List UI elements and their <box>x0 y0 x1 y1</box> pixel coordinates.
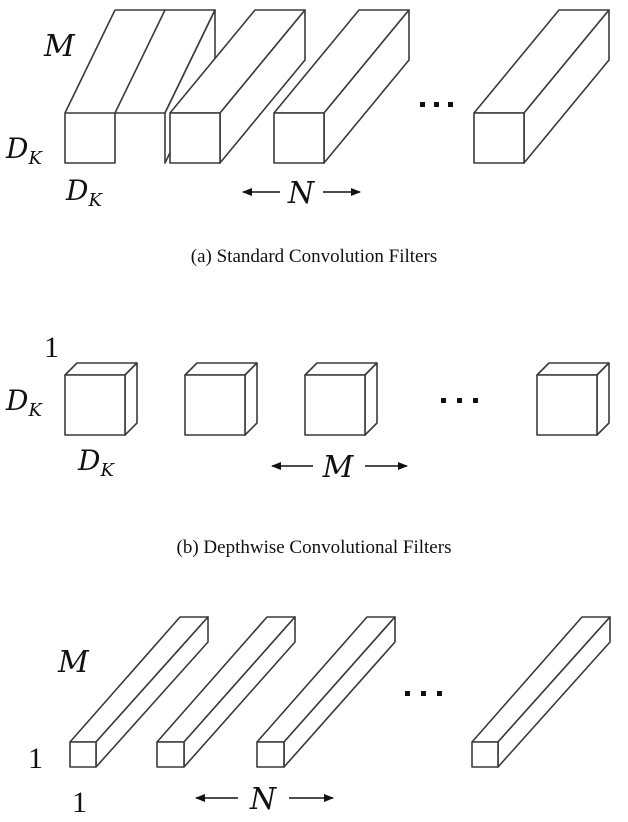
pointwise-filter-4 <box>471 616 611 768</box>
depth-label-b: 1 <box>44 331 59 364</box>
count-arrow-a: N <box>242 176 361 211</box>
height-label-c: 1 <box>28 742 43 775</box>
depthwise-filter-2 <box>184 362 258 436</box>
ellipsis-a <box>420 102 453 107</box>
count-arrow-c: N <box>195 782 334 817</box>
panel-c: M 1 1 N <box>28 616 611 819</box>
panel-b: 1 DK DK M (b) Depthwise Convolutional Fi… <box>5 331 610 558</box>
filter-a-2 <box>169 9 306 164</box>
panel-a: M DK DK N (a) Standard Convolution Filte… <box>5 9 610 267</box>
height-label-b: DK <box>5 384 43 421</box>
width-label-c: 1 <box>72 786 87 819</box>
depth-label-c: M <box>57 645 90 680</box>
count-label-b: M <box>322 450 355 485</box>
pointwise-filter-2 <box>156 616 296 768</box>
depthwise-filter-3 <box>304 362 378 436</box>
filter-a-4 <box>473 9 610 164</box>
depthwise-filter-1 <box>64 362 138 436</box>
width-label-a: DK <box>65 174 103 211</box>
count-arrow-b: M <box>271 450 408 485</box>
caption-a: (a) Standard Convolution Filters <box>191 246 437 267</box>
filter-a-1 <box>64 9 216 164</box>
caption-b: (b) Depthwise Convolutional Filters <box>177 537 452 558</box>
count-label-c: N <box>249 782 278 817</box>
depthwise-filter-4 <box>536 362 610 436</box>
height-label-a: DK <box>5 132 43 169</box>
depth-label-a: M <box>43 29 76 64</box>
count-label-a: N <box>287 176 316 211</box>
width-label-b: DK <box>77 444 115 481</box>
ellipsis-b <box>441 398 478 403</box>
pointwise-filter-3 <box>256 616 396 768</box>
filter-a-3 <box>273 9 410 164</box>
pointwise-filter-1 <box>69 616 209 768</box>
ellipsis-c <box>405 691 442 696</box>
